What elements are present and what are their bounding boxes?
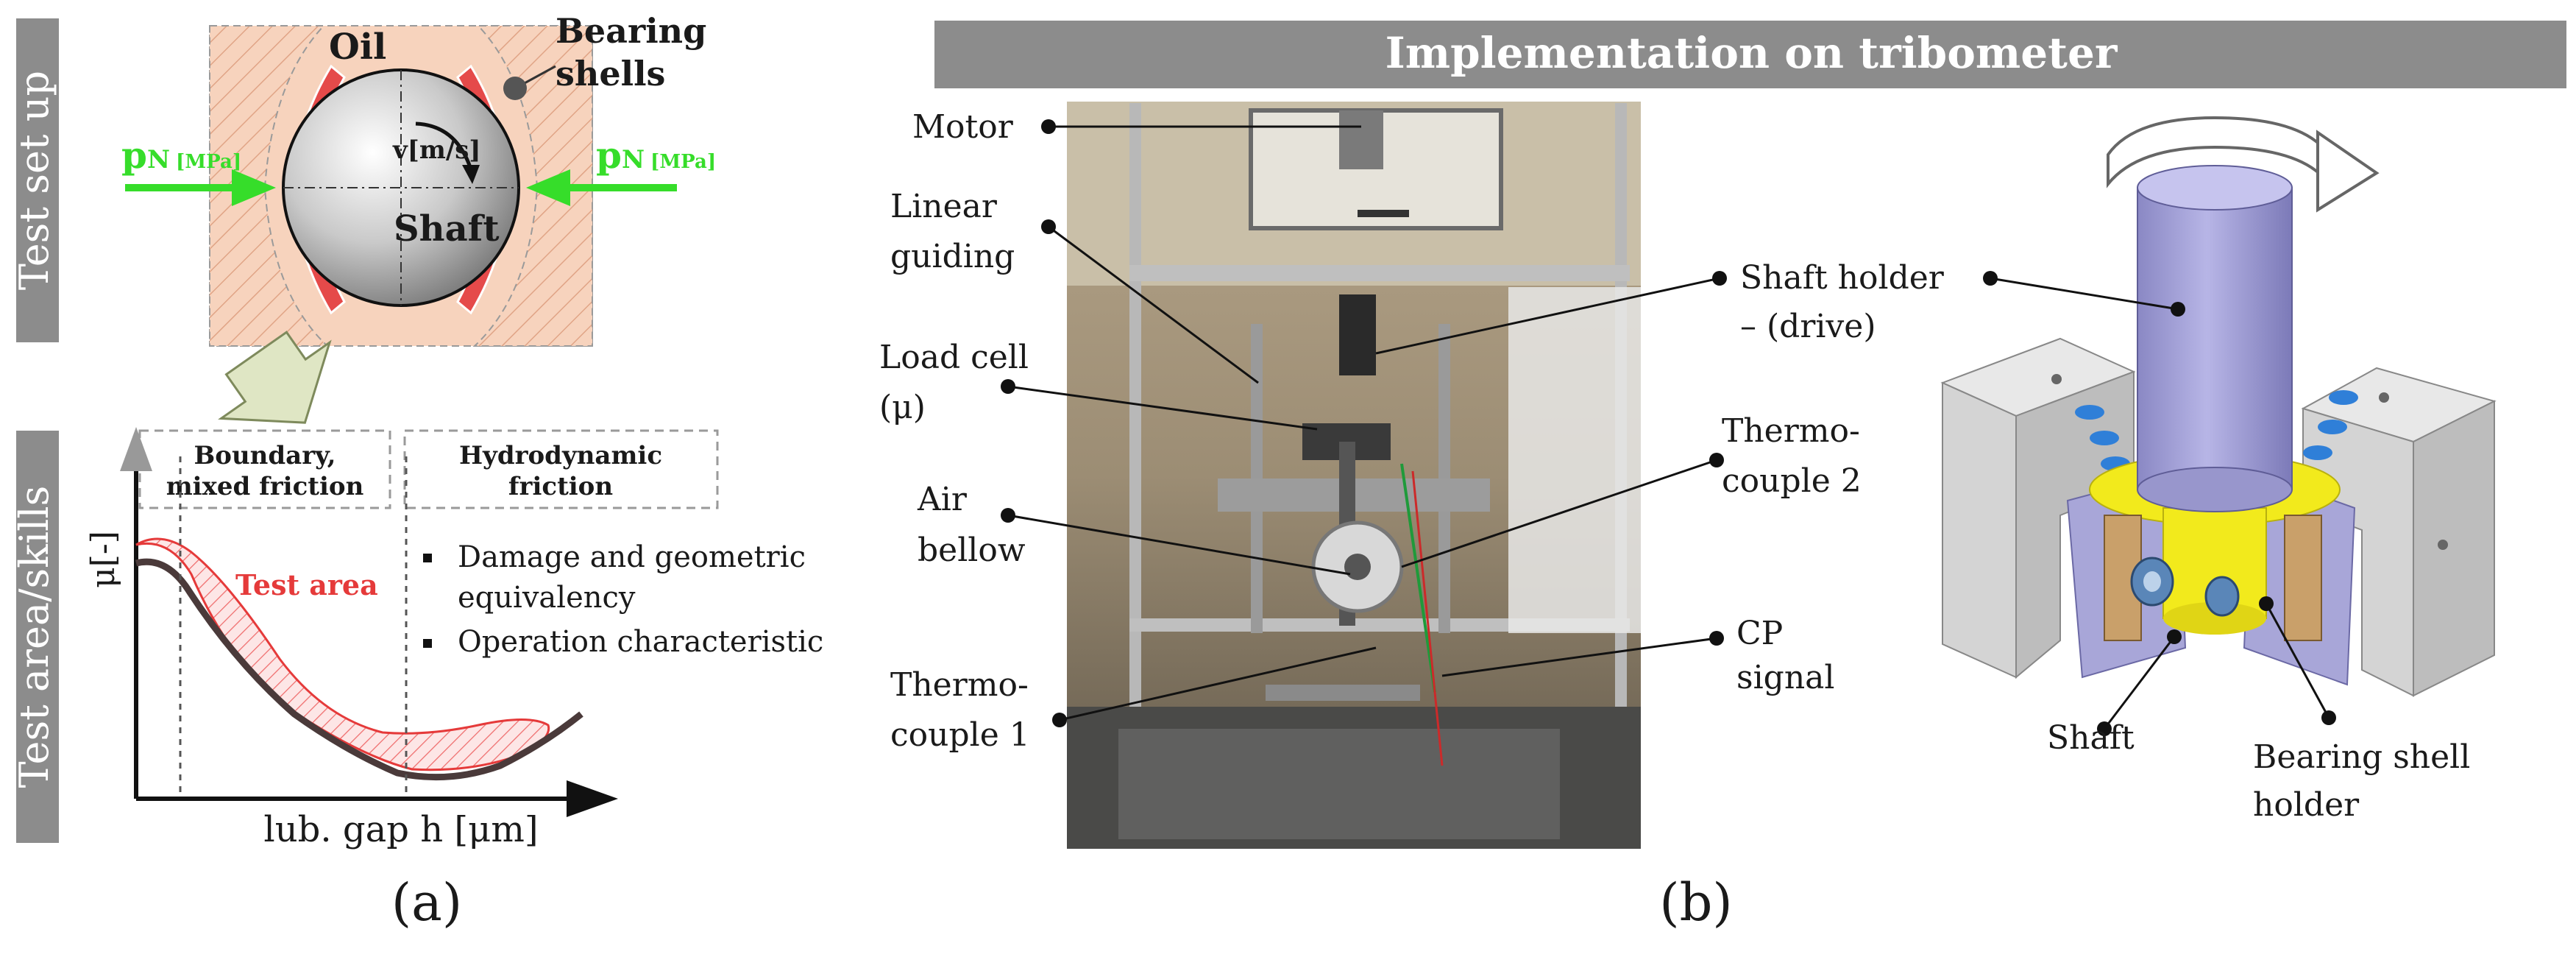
label-motor: Motor [912, 108, 1014, 146]
side-label-test-setup: Test set up [11, 18, 59, 342]
shaft-label: Shaft [394, 208, 499, 250]
rotation-arrow [415, 121, 473, 170]
banner [934, 21, 2566, 88]
tribometer-photo [1067, 102, 1641, 849]
x-axis-label: lub. gap h [μm] [263, 809, 538, 850]
test-area-label: Test area [235, 568, 378, 601]
fixture-callouts [1990, 277, 2330, 730]
caption-b: (b) [1659, 872, 1732, 933]
label-thermocouple-2: Thermo-couple 2 [1722, 412, 1862, 500]
down-arrow [218, 331, 332, 424]
label-shaft: Shaft [2047, 719, 2135, 757]
oil-label: Oil [329, 27, 386, 68]
velocity-label: v[m/s] [392, 135, 480, 165]
svg-text:mixed friction: mixed friction [166, 472, 364, 501]
bearing-shells-label: Bearing shells [556, 11, 718, 93]
banner-title: Implementation on tribometer [1385, 28, 2118, 78]
y-axis-label: μ[-] [85, 531, 122, 588]
fixture-3d [1940, 116, 2497, 697]
stribeck-curve [135, 558, 583, 781]
pn-arrow-right: pN[MPa] [526, 133, 716, 206]
friction-box-boundary: Boundary, mixed friction [138, 429, 391, 509]
svg-text:Boundary,: Boundary, [194, 441, 336, 470]
photo-callouts [1007, 125, 1720, 721]
stribeck-plot: μ[-] lub. gap h [μm] Test area Damage an… [85, 427, 823, 850]
pn-arrow-left: pN[MPa] [121, 133, 276, 206]
side-label-test-setup-text: Test set up [11, 71, 57, 290]
pn-left-label: pN[MPa] [121, 133, 241, 177]
side-label-test-area: Test area/skills [11, 431, 59, 843]
caption-a: (a) [391, 872, 462, 933]
bullet-2: Operation characteristic [458, 625, 823, 659]
pn-right-label: pN[MPa] [596, 133, 716, 177]
bullet-1: Damage and geometric equivalency [458, 540, 815, 615]
side-label-test-area-text: Test area/skills [11, 486, 57, 788]
friction-box-hydrodynamic: Hydrodynamic friction [403, 429, 719, 509]
label-shaft-holder: Shaft holder– (drive) [1740, 259, 1945, 345]
svg-text:Hydrodynamic: Hydrodynamic [459, 441, 662, 470]
fixture-callout-dots [1983, 271, 2336, 736]
svg-text:friction: friction [508, 472, 613, 501]
label-thermocouple-1: Thermo-couple 1 [890, 666, 1030, 754]
photo-callout-dots [1001, 119, 1727, 727]
label-load-cell: Load cell(μ) [879, 339, 1029, 426]
